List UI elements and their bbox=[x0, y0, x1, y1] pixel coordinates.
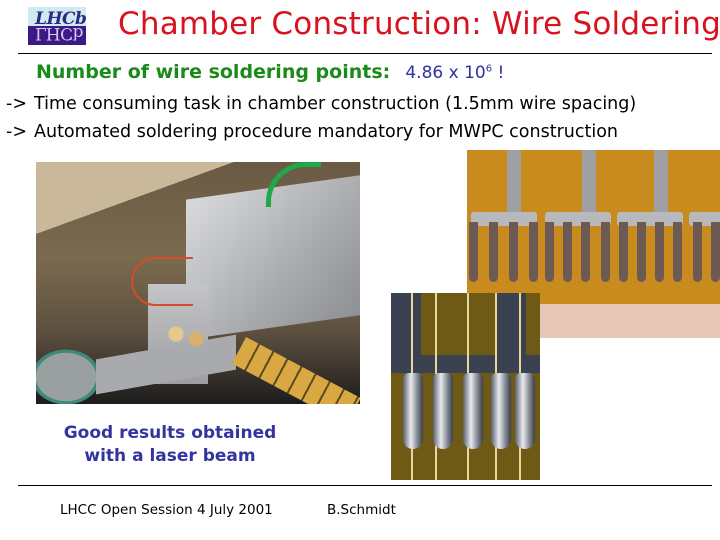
trace bbox=[507, 150, 521, 212]
bullet-text: Time consuming task in chamber construct… bbox=[34, 94, 637, 114]
logo-top-band bbox=[28, 7, 86, 26]
tine bbox=[529, 222, 538, 282]
green-tube bbox=[266, 162, 321, 207]
bullet-text: Automated soldering procedure mandatory … bbox=[34, 122, 619, 142]
tine bbox=[563, 222, 572, 282]
brass-fittings bbox=[166, 324, 206, 354]
tine bbox=[601, 222, 610, 282]
logo-text: LHCb bbox=[35, 9, 86, 29]
bullet-item: -> Time consuming task in chamber constru… bbox=[6, 94, 636, 114]
solder-joint bbox=[491, 373, 511, 449]
value-exponent: 6 bbox=[485, 63, 493, 75]
arrow-icon: -> bbox=[6, 122, 27, 142]
photo-caption: Good results obtained with a laser beam bbox=[40, 422, 300, 468]
pad-bar bbox=[545, 212, 611, 226]
footer-divider bbox=[18, 485, 712, 486]
logo-reflection: LHCb bbox=[35, 23, 84, 43]
tine bbox=[693, 222, 702, 282]
red-wire bbox=[131, 257, 193, 306]
tine bbox=[469, 222, 478, 282]
value-suffix: ! bbox=[492, 63, 505, 83]
slide-title: Chamber Construction: Wire Soldering bbox=[118, 6, 720, 42]
soldering-points-label: Number of wire soldering points: bbox=[36, 61, 391, 83]
footer-author: B.Schmidt bbox=[327, 502, 396, 518]
tine bbox=[509, 222, 518, 282]
tine bbox=[489, 222, 498, 282]
soldered-wires-closeup-photo bbox=[391, 293, 540, 480]
pad-strip bbox=[231, 337, 360, 404]
lhcb-logo: LHCb LHCb bbox=[28, 7, 86, 45]
tine bbox=[673, 222, 682, 282]
bullet-item: -> Automated soldering procedure mandator… bbox=[6, 122, 618, 142]
tine bbox=[711, 222, 720, 282]
footer-session: LHCC Open Session 4 July 2001 bbox=[60, 502, 273, 518]
solder-joint bbox=[433, 373, 453, 449]
pad bbox=[391, 355, 540, 373]
tine bbox=[637, 222, 646, 282]
value-mantissa: 4.86 x 10 bbox=[405, 63, 486, 83]
arrow-icon: -> bbox=[6, 94, 27, 114]
caption-line-1: Good results obtained bbox=[63, 423, 277, 443]
tine bbox=[619, 222, 628, 282]
title-divider bbox=[18, 53, 712, 54]
tine bbox=[655, 222, 664, 282]
solder-joint bbox=[515, 373, 535, 449]
trace bbox=[582, 150, 596, 212]
soldered-pads-closeup-photo bbox=[467, 150, 720, 338]
logo-bottom-band bbox=[28, 26, 86, 45]
pad-bar bbox=[617, 212, 683, 226]
pad-bar bbox=[471, 212, 537, 226]
laser-soldering-machine-photo bbox=[36, 162, 360, 404]
tine bbox=[545, 222, 554, 282]
soldering-points-line: Number of wire soldering points: 4.86 x … bbox=[36, 61, 504, 83]
soldering-points-value: 4.86 x 106 ! bbox=[405, 63, 504, 83]
caption-line-2: with a laser beam bbox=[84, 446, 256, 466]
solder-joint bbox=[403, 373, 423, 449]
tine bbox=[581, 222, 590, 282]
solder-joint bbox=[463, 373, 483, 449]
trace bbox=[654, 150, 668, 212]
